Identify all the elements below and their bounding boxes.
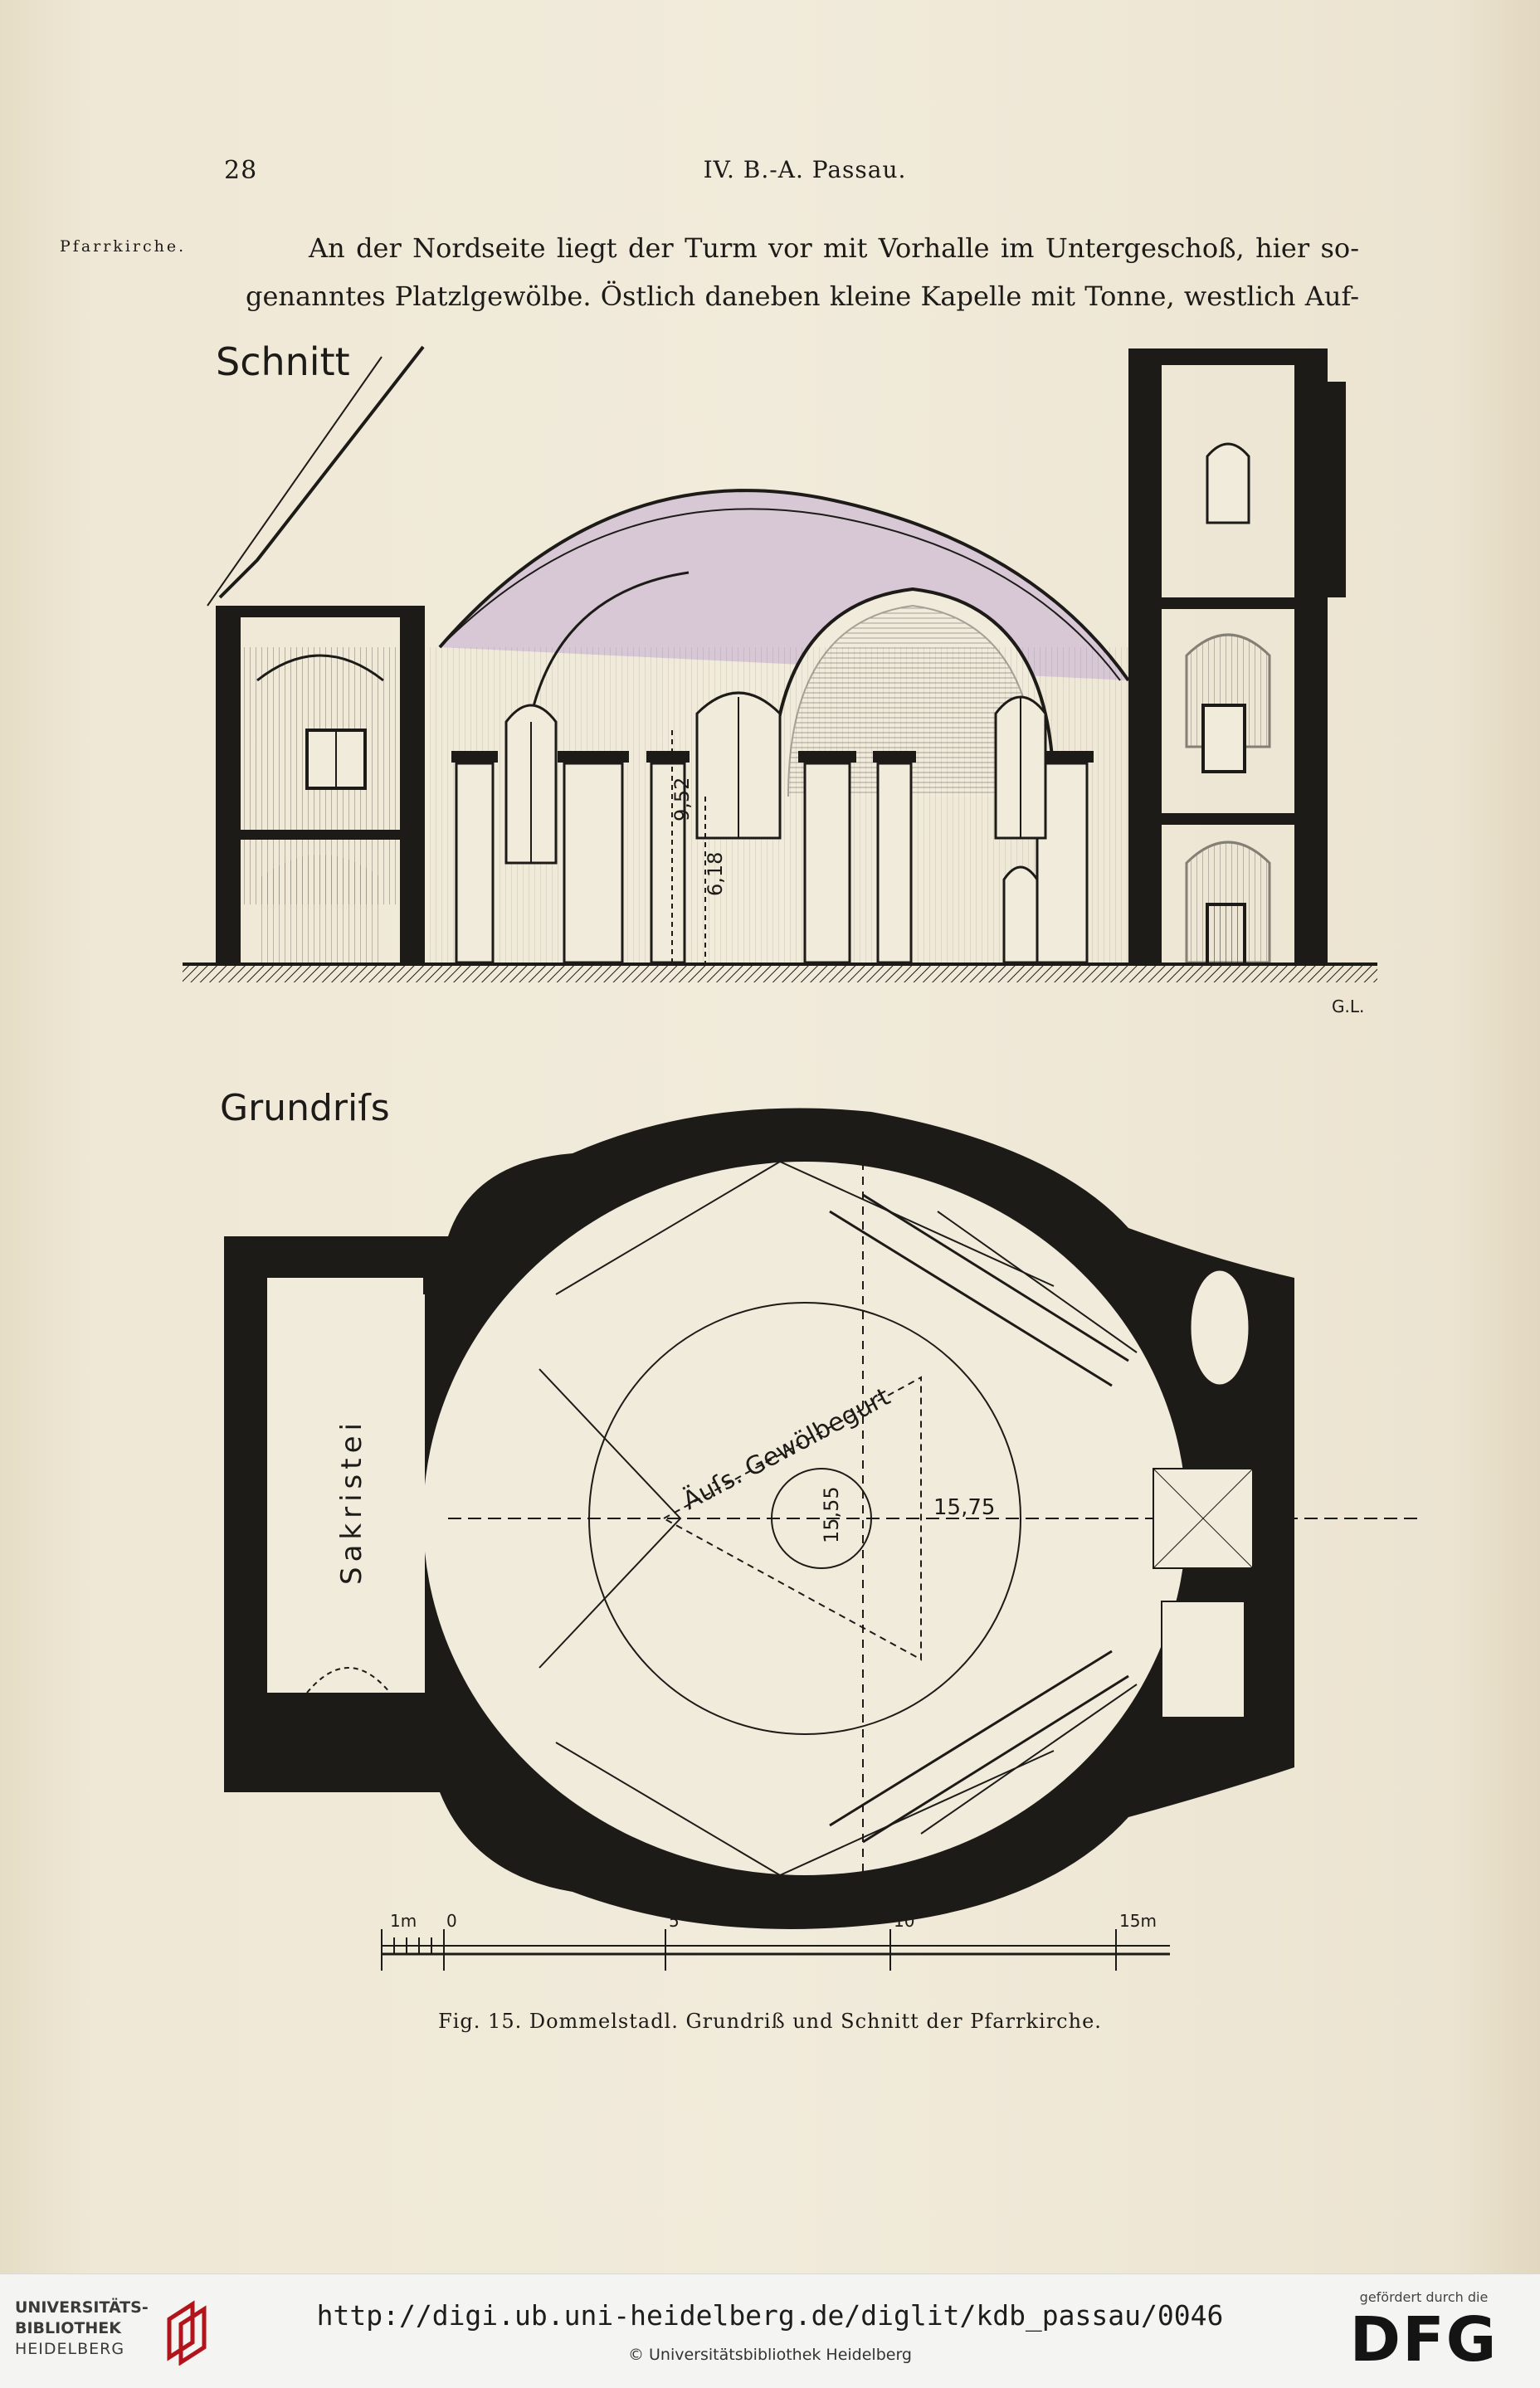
plan-label: Grundriſs	[220, 1087, 390, 1129]
plan-drawing: Grundriſs Sakristei	[220, 1087, 1419, 1929]
section-label: Schnitt	[216, 339, 350, 384]
library-line-2: BIBLIOTHEK	[15, 2319, 121, 2337]
margin-note: Pfarrkirche.	[60, 237, 187, 256]
page-number: 28	[224, 156, 258, 185]
body-paragraph: An der Nordseite liegt der Turm vor mit …	[246, 224, 1359, 320]
body-line-2: genanntes Platzlgewölbe. Östlich daneben…	[246, 280, 1359, 312]
section-drawing: Schnitt	[183, 339, 1377, 1016]
permalink-url[interactable]: http://digi.ub.uni-heidelberg.de/diglit/…	[316, 2299, 1224, 2332]
sacristy-label: Sakristei	[335, 1418, 368, 1585]
section-title: IV. B.-A. Passau.	[703, 156, 907, 183]
copyright-notice: © Universitätsbibliothek Heidelberg	[627, 2346, 912, 2364]
dim-height-2: 6,18	[704, 852, 727, 896]
library-logo[interactable]: UNIVERSITÄTS- BIBLIOTHEK HEIDELBERG	[15, 2298, 247, 2372]
figure-caption: Fig. 15. Dommelstadl. Grundriß und Schni…	[438, 2010, 1102, 2033]
figure-drawing: Schnitt	[183, 339, 1419, 1971]
body-line-1: An der Nordseite liegt der Turm vor mit …	[309, 232, 1359, 264]
dim-circle: 15,55	[820, 1486, 843, 1543]
scale-unit-start: 1m	[390, 1911, 417, 1931]
library-line-1: UNIVERSITÄTS-	[15, 2298, 149, 2317]
scale-bar: 1m 0 5 10 15m	[381, 1911, 1170, 1971]
scale-tick-10: 10	[894, 1911, 914, 1931]
library-line-3: HEIDELBERG	[15, 2340, 125, 2358]
sponsor-logo[interactable]: gefördert durch die DFG	[1341, 2289, 1507, 2381]
sponsor-text: gefördert durch die	[1359, 2289, 1489, 2305]
dfg-logo-icon: DFG	[1349, 2304, 1499, 2376]
scale-tick-0: 0	[446, 1911, 457, 1931]
architectural-figure: Schnitt	[174, 332, 1419, 1991]
scale-tick-5: 5	[669, 1911, 680, 1931]
draughtsman-signature: G.L.	[1332, 997, 1364, 1016]
dim-height-1: 9,52	[670, 777, 694, 821]
digitization-footer: UNIVERSITÄTS- BIBLIOTHEK HEIDELBERG http…	[0, 2273, 1540, 2388]
running-head: 28 IV. B.-A. Passau.	[224, 156, 1386, 193]
book-page: 28 IV. B.-A. Passau. Pfarrkirche. An der…	[0, 0, 1540, 2273]
library-mark-icon	[167, 2300, 207, 2366]
library-name: UNIVERSITÄTS- BIBLIOTHEK HEIDELBERG	[15, 2298, 149, 2360]
scale-tick-15: 15m	[1119, 1911, 1157, 1931]
dim-width: 15,75	[933, 1495, 995, 1520]
